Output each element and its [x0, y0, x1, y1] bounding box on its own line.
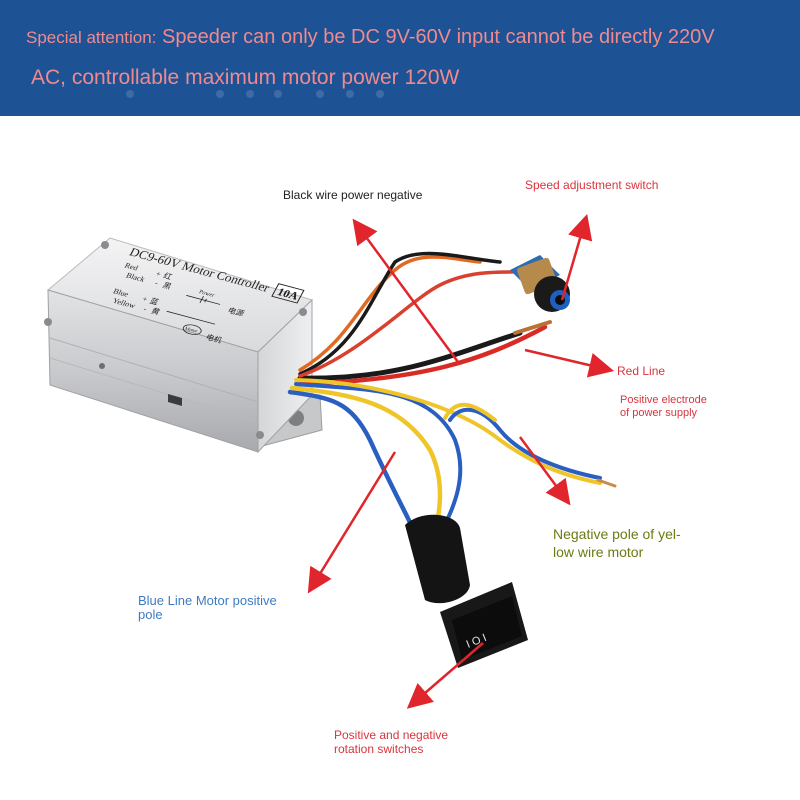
- label-negative-pole-line1: Negative pole of yel-: [553, 526, 681, 542]
- speed-potentiometer: [510, 255, 570, 312]
- legend-yellow-sign: -: [142, 305, 149, 314]
- legend-red-sign: +: [154, 269, 163, 278]
- arrow-black-wire: [352, 218, 460, 363]
- label-negative-pole-line2: low wire motor: [553, 544, 644, 560]
- arrow-blue-line: [307, 451, 397, 594]
- power-label: Power: [198, 289, 216, 298]
- label-rotation-switches-line2: rotation switches: [334, 742, 424, 756]
- label-rotation-switches: Positive and negative rotation switches: [334, 728, 448, 756]
- legend-red-cn: 红: [162, 271, 175, 282]
- legend-blue-cn: 蓝: [148, 296, 161, 307]
- legend-yellow-cn: 黄: [150, 306, 163, 317]
- arrow-negative-pole: [518, 436, 571, 506]
- arrow-rotation-switch: [406, 642, 484, 709]
- label-rotation-switches-line1: Positive and negative: [334, 728, 449, 742]
- motor-cn: 电机: [204, 332, 224, 345]
- warning-banner: Special attention: Speeder can only be D…: [0, 0, 800, 116]
- legend-red: Red: [123, 261, 140, 272]
- label-blue-line-line1: Blue Line Motor positive: [138, 593, 277, 608]
- label-blue-line: Blue Line Motor positive pole: [138, 594, 277, 622]
- controller-rating: 10A: [275, 286, 301, 303]
- controller-case: [44, 237, 313, 454]
- rotation-rocker-switch: I O I: [405, 514, 528, 668]
- wire-bundle: [287, 251, 617, 543]
- motor-label: Motor: [184, 327, 199, 335]
- legend-black-sign: -: [153, 279, 160, 288]
- callout-arrows: [307, 214, 615, 709]
- arrow-red-line: [524, 348, 615, 378]
- label-blue-line-line2: pole: [138, 607, 163, 622]
- legend-blue-sign: +: [141, 295, 150, 304]
- legend-blue: Blue: [112, 287, 131, 299]
- label-red-line: Red Line: [617, 364, 666, 378]
- warning-text-1: Speeder can only be DC 9V-60V input cann…: [161, 26, 715, 48]
- label-speed-switch: Speed adjustment switch: [525, 178, 659, 192]
- label-black-wire: Black wire power negative: [283, 188, 423, 202]
- label-negative-pole: Negative pole of yel- low wire motor: [553, 525, 681, 561]
- warning-lead: Special attention:: [26, 28, 157, 47]
- warning-line-2: AC, controllable maximum motor power 120…: [31, 66, 460, 89]
- legend-black-cn: 黑: [161, 281, 173, 291]
- arrow-speed-switch: [560, 214, 593, 301]
- banner-reflection: [126, 90, 384, 98]
- power-cn: 电源: [226, 305, 246, 318]
- label-positive-electrode-line2: of power supply: [620, 407, 698, 419]
- label-positive-electrode-line1: Positive electrode: [620, 394, 707, 406]
- label-positive-electrode: Positive electrode of power supply: [620, 394, 707, 420]
- warning-line-1: Special attention: Speeder can only be D…: [26, 26, 715, 49]
